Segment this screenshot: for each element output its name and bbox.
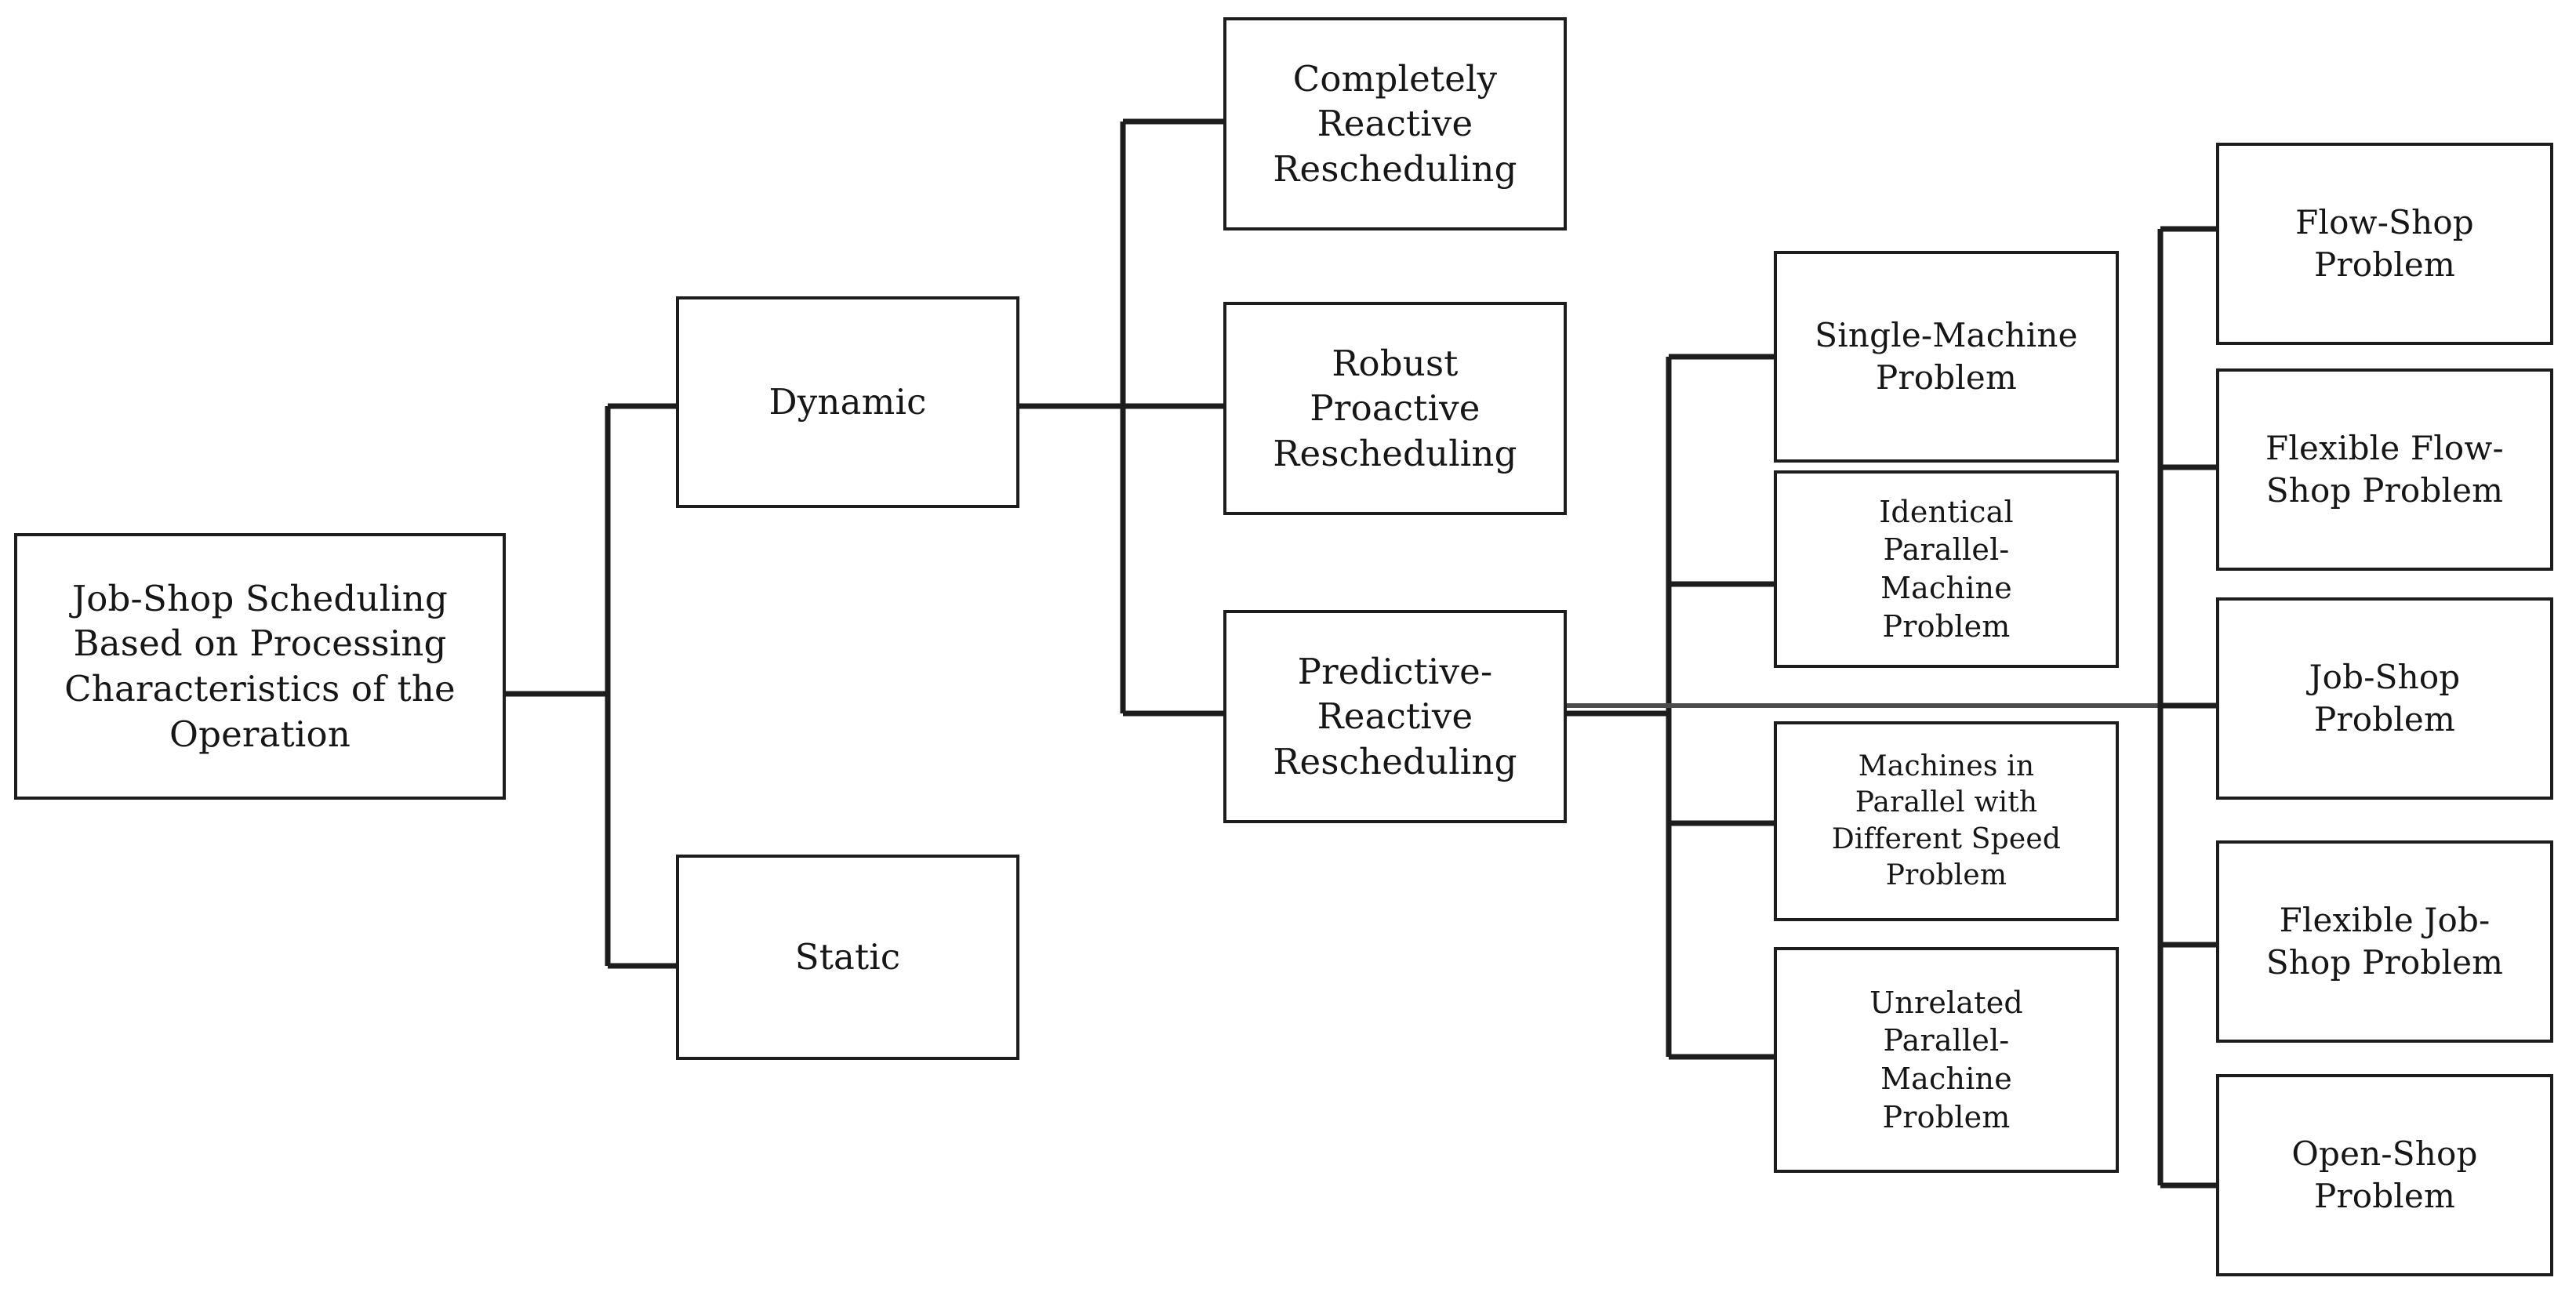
node-predictive-reactive-rescheduling-label: Predictive- Reactive Rescheduling [1273,650,1517,782]
node-open-shop-problem-label: Open-Shop Problem [2291,1134,2478,1215]
node-flexible-job-shop-problem[interactable]: Flexible Job- Shop Problem [2216,840,2553,1043]
node-flow-shop-problem[interactable]: Flow-Shop Problem [2216,143,2553,345]
node-dynamic[interactable]: Dynamic [676,296,1019,508]
node-machines-parallel-different-speed-problem-label: Machines in Parallel with Different Spee… [1831,750,2062,891]
node-root-label: Job-Shop Scheduling Based on Processing … [64,577,456,755]
node-predictive-reactive-rescheduling[interactable]: Predictive- Reactive Rescheduling [1223,610,1567,823]
node-static[interactable]: Static [676,855,1019,1060]
node-flexible-job-shop-problem-label: Flexible Job- Shop Problem [2265,901,2504,982]
node-flexible-flow-shop-problem[interactable]: Flexible Flow- Shop Problem [2216,368,2553,571]
node-job-shop-problem-label: Job-Shop Problem [2309,658,2461,739]
node-root[interactable]: Job-Shop Scheduling Based on Processing … [14,533,506,800]
node-single-machine-problem-label: Single-Machine Problem [1815,316,2078,397]
node-unrelated-parallel-machine-problem-label: Unrelated Parallel- Machine Problem [1869,985,2023,1134]
node-identical-parallel-machine-problem-label: Identical Parallel- Machine Problem [1879,494,2014,644]
node-job-shop-problem[interactable]: Job-Shop Problem [2216,597,2553,800]
node-flexible-flow-shop-problem-label: Flexible Flow- Shop Problem [2265,429,2504,510]
node-open-shop-problem[interactable]: Open-Shop Problem [2216,1074,2553,1276]
node-single-machine-problem[interactable]: Single-Machine Problem [1774,251,2119,463]
node-dynamic-label: Dynamic [768,381,927,423]
node-completely-reactive-rescheduling[interactable]: Completely Reactive Rescheduling [1223,17,1567,230]
node-completely-reactive-rescheduling-label: Completely Reactive Rescheduling [1273,57,1517,190]
node-static-label: Static [794,936,901,978]
node-flow-shop-problem-label: Flow-Shop Problem [2295,203,2474,284]
node-identical-parallel-machine-problem[interactable]: Identical Parallel- Machine Problem [1774,470,2119,668]
node-machines-parallel-different-speed-problem[interactable]: Machines in Parallel with Different Spee… [1774,721,2119,921]
node-robust-proactive-rescheduling[interactable]: Robust Proactive Rescheduling [1223,302,1567,515]
node-robust-proactive-rescheduling-label: Robust Proactive Rescheduling [1273,342,1517,474]
node-unrelated-parallel-machine-problem[interactable]: Unrelated Parallel- Machine Problem [1774,947,2119,1173]
